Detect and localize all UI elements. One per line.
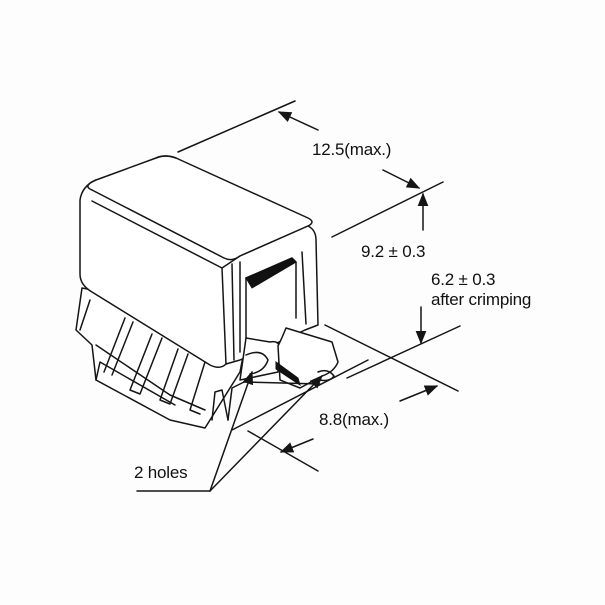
crimp-height-label: 6.2 ± 0.3 <box>431 270 496 289</box>
holes-leader <box>136 370 323 492</box>
width-dimension-label: 8.8(max.) <box>319 410 389 429</box>
dimension-width <box>231 359 439 472</box>
crimp-height-note: after crimping <box>431 290 532 309</box>
dimension-height <box>324 192 461 392</box>
height-dimension-label: 9.2 ± 0.3 <box>361 242 426 261</box>
holes-callout-label: 2 holes <box>134 463 188 482</box>
dimension-length <box>177 100 444 238</box>
connector-body <box>75 155 339 429</box>
length-dimension-label: 12.5(max.) <box>312 140 392 159</box>
